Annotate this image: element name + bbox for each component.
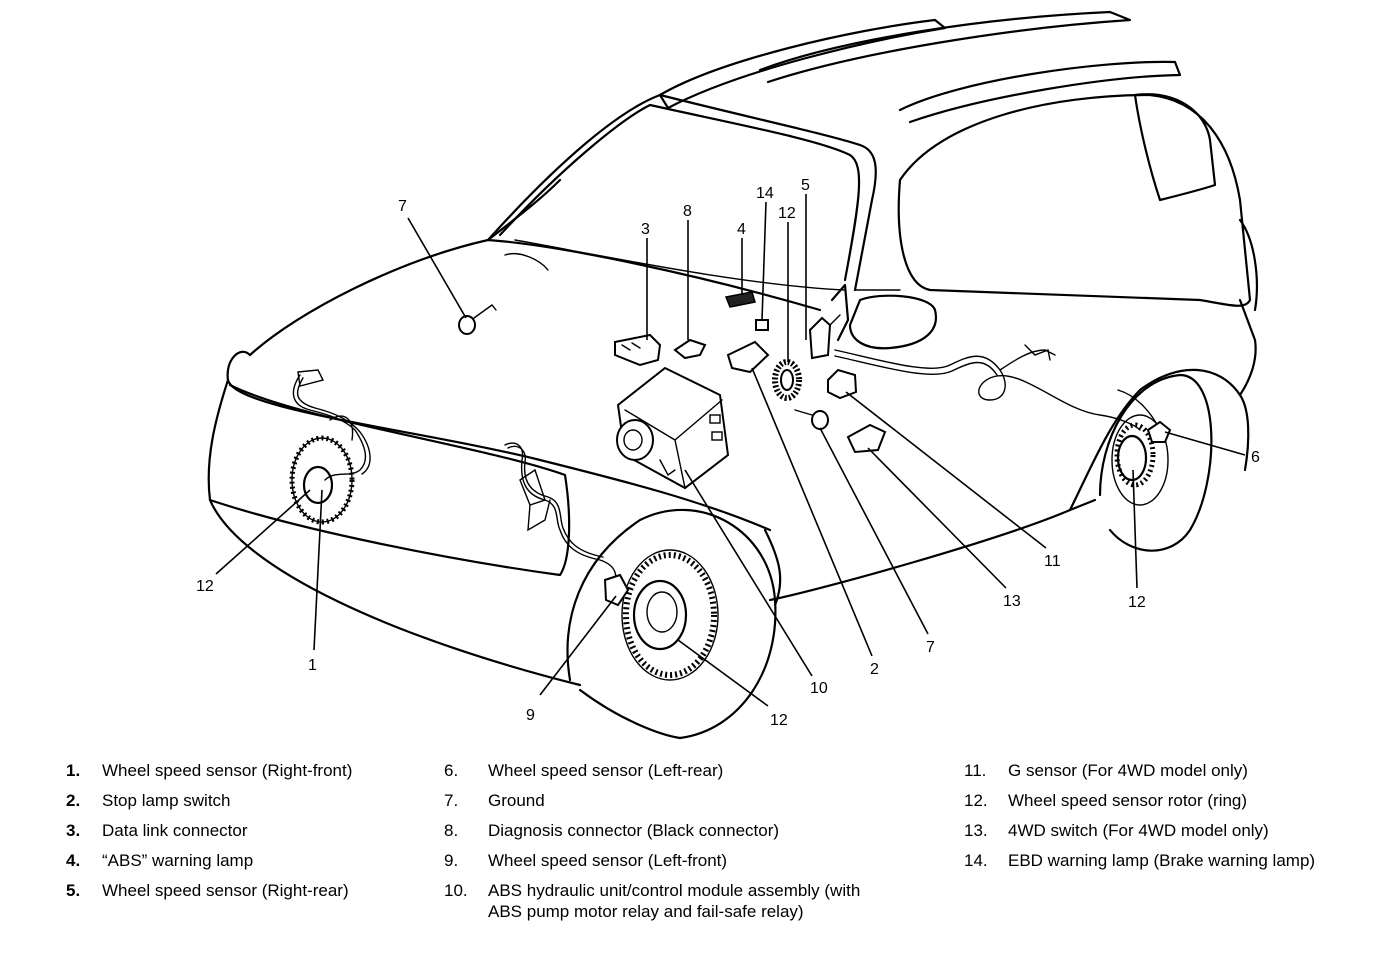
callout-2: 2: [870, 661, 879, 678]
callout-4: 4: [737, 221, 746, 238]
legend-item: 4.“ABS” warning lamp: [66, 851, 254, 870]
callout-9: 9: [526, 707, 535, 724]
4wd-switch: [846, 423, 887, 454]
stop-lamp-switch: [726, 340, 770, 374]
legend-column-2: 6.Wheel speed sensor (Left-rear) 7.Groun…: [444, 756, 860, 927]
legend-column-1: 1.Wheel speed sensor (Right-front) 2.Sto…: [66, 756, 352, 906]
legend-item: 7.Ground: [444, 791, 545, 810]
callout-11: 11: [1044, 553, 1061, 570]
data-link-connector: [614, 333, 662, 367]
legend-item: 9.Wheel speed sensor (Left-front): [444, 851, 728, 870]
legend-column-3: 11.G sensor (For 4WD model only) 12.Whee…: [964, 756, 1315, 876]
legend-item: 6.Wheel speed sensor (Left-rear): [444, 761, 724, 780]
legend-item: 10.ABS hydraulic unit/control module ass…: [444, 881, 861, 921]
callout-3: 3: [641, 221, 650, 238]
legend-item: 12.Wheel speed sensor rotor (ring): [964, 791, 1248, 810]
abs-hydraulic-unit: [616, 366, 730, 490]
callout-10: 10: [810, 680, 828, 697]
abs-warning-lamp: [724, 291, 756, 308]
left-front-sensor: [603, 573, 630, 607]
ground-body: [794, 409, 829, 430]
callout-8: 8: [683, 203, 692, 220]
vehicle-body-outline: [207, 10, 1258, 687]
legend-item: 14.EBD warning lamp (Brake warning lamp): [964, 851, 1316, 870]
legend-item: 13.4WD switch (For 4WD model only): [964, 821, 1269, 840]
wheel-speed-sensor-rotor-right-rear: [772, 359, 802, 401]
callout-12-left-front: 12: [770, 712, 788, 729]
callout-6: 6: [1251, 449, 1260, 466]
left-rear-wheel: [1098, 373, 1213, 552]
legend-item: 3.Data link connector: [66, 821, 248, 840]
wheel-speed-sensor-rotor-left-front: [623, 552, 717, 678]
ground-hood: [458, 304, 497, 335]
callout-13: 13: [1003, 593, 1021, 610]
callout-12-left-rear: 12: [1128, 594, 1146, 611]
ebd-warning-lamp: [755, 319, 769, 331]
left-front-wheel: [566, 508, 777, 740]
legend-item: 1.Wheel speed sensor (Right-front): [66, 761, 353, 780]
legend-item: 5.Wheel speed sensor (Right-rear): [66, 881, 349, 900]
callout-5: 5: [801, 177, 810, 194]
callout-14: 14: [756, 185, 774, 202]
abs-component-location-diagram: 1 12 7 3 8 4 14 12 5 6 11 12 13 7 2 10 1…: [196, 10, 1260, 740]
callout-12-right-rear: 12: [778, 205, 796, 222]
callout-1: 1: [308, 657, 317, 674]
callout-7-body: 7: [926, 639, 935, 656]
wheel-speed-sensor-rotor-left-rear: [1114, 422, 1156, 488]
wheel-speed-sensor-rotor-right-front: [289, 435, 355, 525]
callout-7-hood: 7: [398, 198, 407, 215]
diagnosis-connector: [673, 338, 707, 360]
legend-item: 2.Stop lamp switch: [66, 791, 231, 810]
left-rear-sensor: [1146, 420, 1172, 443]
legend-item: 8.Diagnosis connector (Black connector): [444, 821, 780, 840]
right-rear-sensor: [808, 314, 841, 360]
g-sensor: [827, 368, 858, 400]
leader-lines: [215, 194, 1246, 707]
legend-item: 11.G sensor (For 4WD model only): [964, 761, 1248, 780]
sensor-wiring-harness: [292, 344, 1161, 591]
callout-12-right-front: 12: [196, 578, 214, 595]
callout-numbers: 1 12 7 3 8 4 14 12 5 6 11 12 13 7 2 10 1…: [196, 177, 1260, 729]
